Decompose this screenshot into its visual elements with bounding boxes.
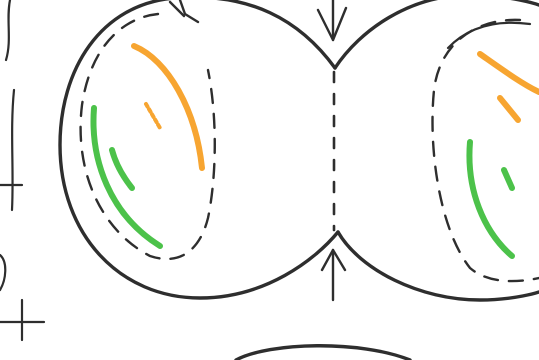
bottom-arrow-center bbox=[322, 250, 345, 300]
right-cell-sketch-line bbox=[448, 23, 530, 48]
left-orange-strand bbox=[134, 46, 202, 168]
right-orange-strand bbox=[480, 54, 539, 92]
top-arrow-left bbox=[170, 0, 198, 22]
top-arrow-center bbox=[318, 0, 346, 40]
lower-cell-edge bbox=[236, 346, 410, 360]
right-orange-fragment bbox=[500, 98, 518, 120]
left-orange-fragment bbox=[146, 104, 160, 128]
right-green-strand-outer bbox=[469, 142, 512, 256]
left-margin-marks bbox=[0, 0, 44, 340]
left-green-strand-inner bbox=[112, 150, 132, 188]
right-green-strand-inner bbox=[504, 170, 512, 188]
